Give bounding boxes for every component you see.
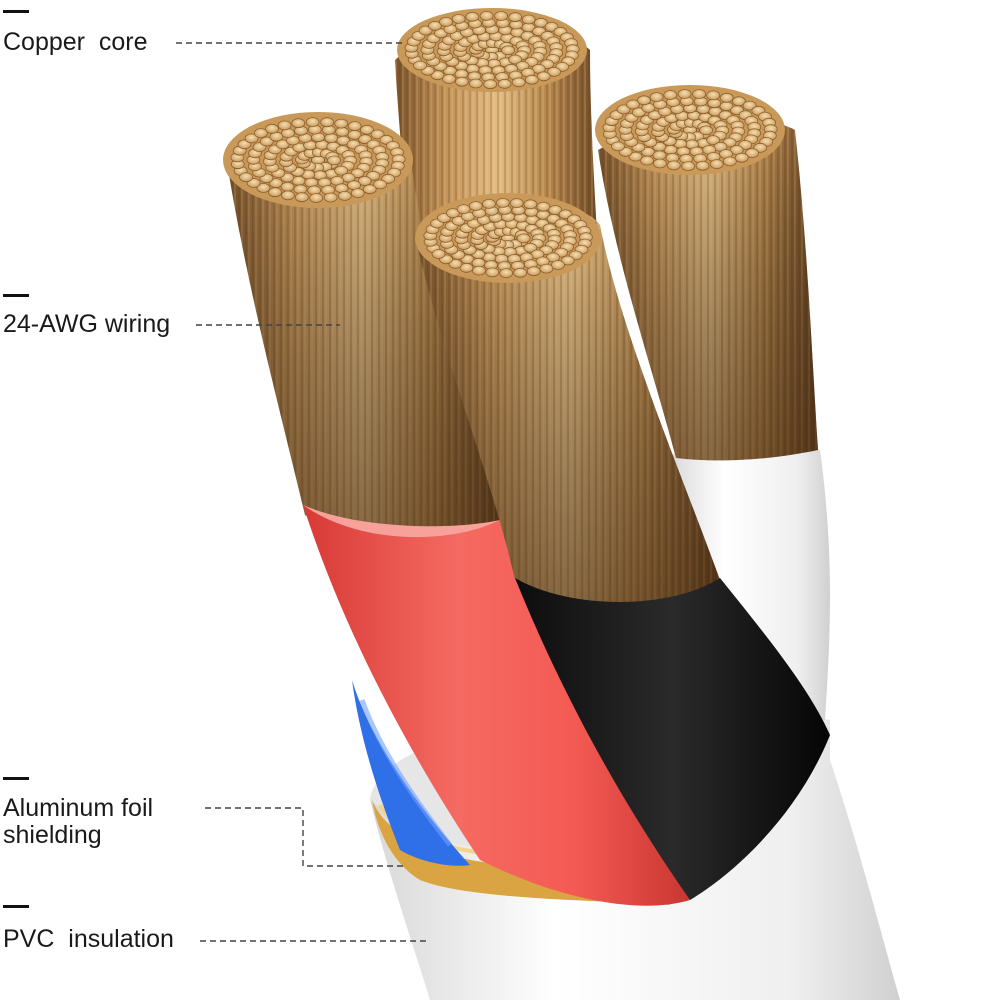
strand-end xyxy=(707,91,720,100)
strand-end xyxy=(328,156,341,165)
strand-end xyxy=(723,157,736,166)
strand-end xyxy=(486,268,499,277)
strand-end xyxy=(696,161,709,170)
tick-pvc xyxy=(3,905,29,908)
strand-end xyxy=(321,118,334,127)
strand-end xyxy=(484,80,497,89)
strand-end xyxy=(469,202,482,211)
strand-end xyxy=(455,77,468,86)
strand-end xyxy=(336,127,349,136)
strand-end xyxy=(664,91,677,100)
tick-foil xyxy=(3,777,29,780)
strand-end xyxy=(269,188,282,197)
strand-end xyxy=(469,79,482,88)
strand-end xyxy=(443,75,456,84)
strand-end xyxy=(720,93,733,102)
strand-end xyxy=(502,46,515,55)
strand-end xyxy=(498,79,511,88)
strand-end xyxy=(281,182,294,191)
strand-end xyxy=(710,160,723,169)
strand-end xyxy=(295,193,308,202)
strand-end xyxy=(240,173,253,182)
strand-end xyxy=(551,261,564,270)
strand-end xyxy=(524,200,537,209)
strand-end xyxy=(512,78,525,87)
strand-end xyxy=(537,202,550,211)
strand-end xyxy=(678,90,691,99)
strand-end xyxy=(278,121,291,130)
strand-end xyxy=(735,153,748,162)
strand-end xyxy=(452,14,465,23)
strand-end xyxy=(466,12,479,21)
strand-end xyxy=(324,193,337,202)
strand-end xyxy=(292,119,305,128)
strand-end xyxy=(363,185,376,194)
label-pvc: PVC insulation xyxy=(3,926,174,953)
strand-end xyxy=(310,194,323,203)
strand-end xyxy=(440,17,453,26)
strand-end xyxy=(473,266,486,275)
strand-end xyxy=(281,191,294,200)
strand-end xyxy=(335,119,348,128)
strand-end xyxy=(480,11,493,20)
strand-end xyxy=(527,267,540,276)
strand-end xyxy=(338,191,351,200)
strand-end xyxy=(266,124,279,133)
strand-end xyxy=(457,205,470,214)
strand-end xyxy=(306,118,319,127)
strand-end xyxy=(540,264,553,273)
strand-end xyxy=(510,199,523,208)
strand-end xyxy=(700,126,713,135)
strand-end xyxy=(522,15,535,24)
strand-end xyxy=(325,134,338,143)
strand-end xyxy=(509,13,522,22)
strand-end xyxy=(653,151,666,160)
strand-end xyxy=(525,75,538,84)
strand-end xyxy=(500,269,513,278)
strand-end xyxy=(348,122,361,131)
strand-end xyxy=(517,234,530,243)
tick-copper-core xyxy=(3,10,29,13)
strand-end xyxy=(496,198,509,207)
strand-end xyxy=(650,93,663,102)
label-copper-core: Copper core xyxy=(3,29,148,56)
strand-end xyxy=(638,96,651,105)
strand-end xyxy=(514,268,527,277)
strand-end xyxy=(653,159,666,168)
strand-end xyxy=(351,189,364,198)
strand-end xyxy=(612,142,625,151)
strand-end xyxy=(682,162,695,171)
strand-end xyxy=(537,72,550,81)
label-foil-line1: Aluminum foil xyxy=(3,795,153,822)
strand-end xyxy=(483,199,496,208)
strand-end xyxy=(667,161,680,170)
strand-end xyxy=(693,90,706,99)
tick-awg-wiring xyxy=(3,294,29,297)
strand-end xyxy=(432,250,445,259)
strand-end xyxy=(495,12,508,21)
strand-end xyxy=(414,61,427,70)
label-foil-line2: shielding xyxy=(3,822,102,849)
strand-end xyxy=(641,156,654,165)
label-awg-wiring: 24-AWG wiring xyxy=(3,311,170,338)
